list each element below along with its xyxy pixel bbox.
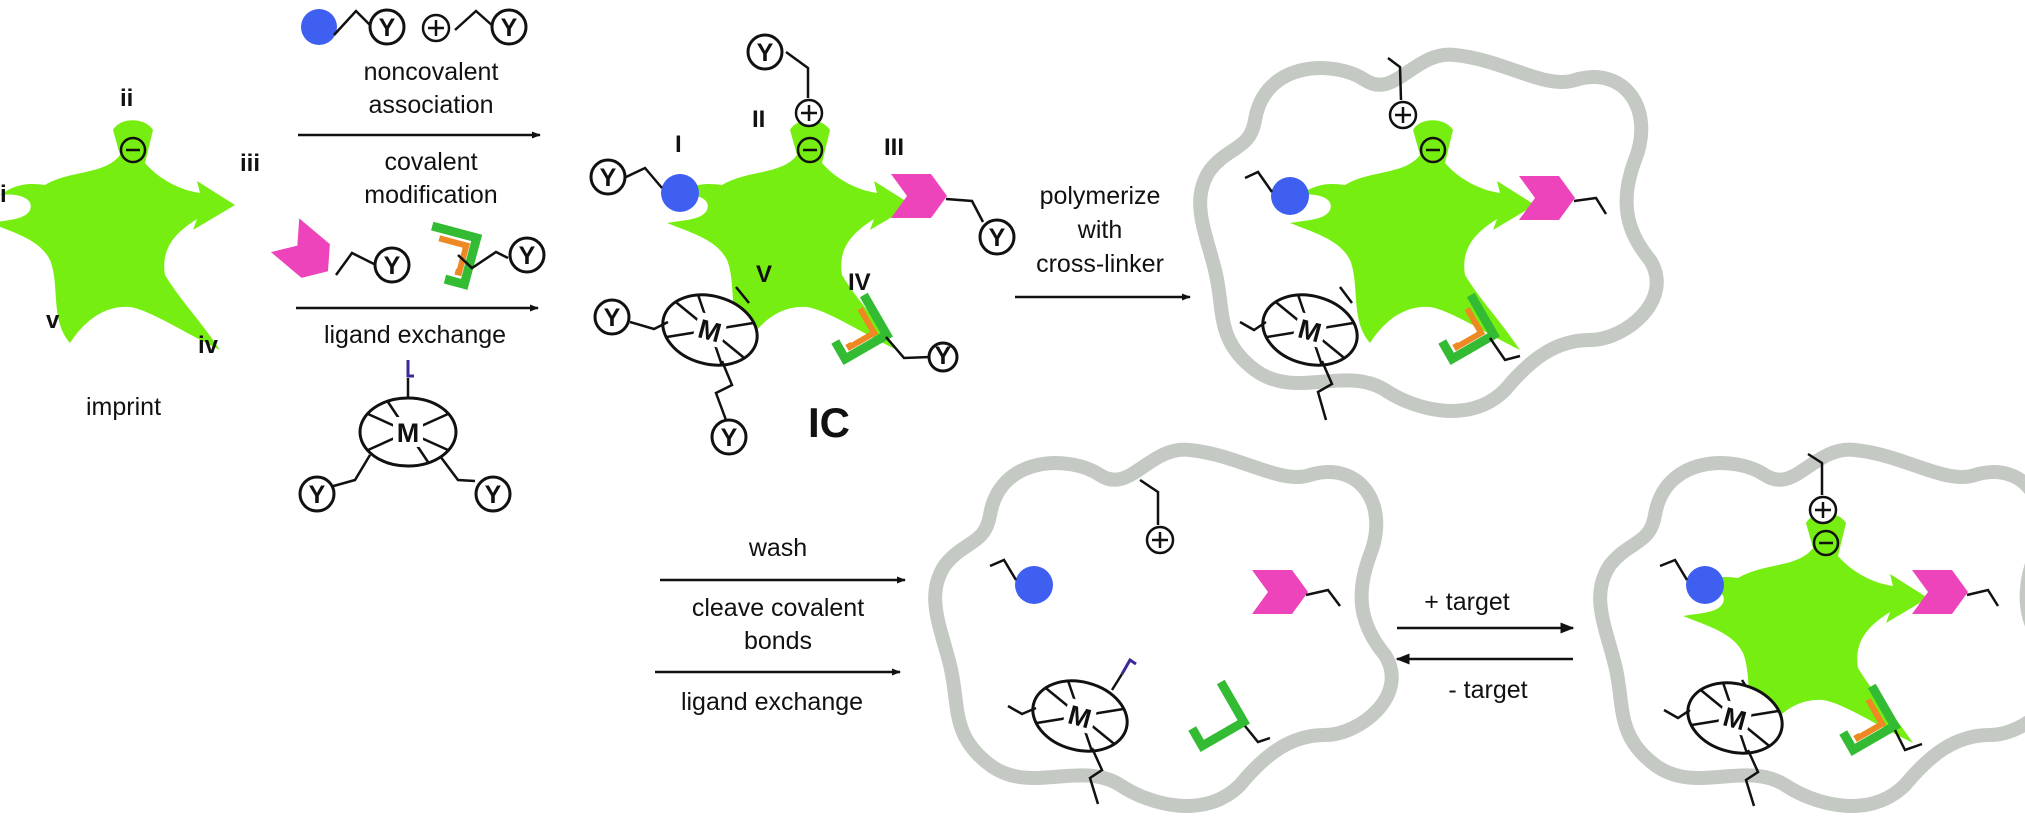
site-label-iii: iii — [240, 150, 260, 177]
cleave-label-line1: cleave covalent — [692, 594, 864, 622]
imprinted-polymer-empty — [935, 450, 1392, 806]
polymer-bound-target — [1600, 450, 2025, 806]
site-label-ii: ii — [120, 85, 133, 112]
site-label-i: i — [0, 181, 7, 208]
polymer-with-complex — [1200, 55, 1657, 421]
site-label-iv: iv — [198, 332, 219, 359]
site-label-II: II — [752, 106, 765, 133]
metal-complex-monomer — [298, 360, 512, 513]
polymerize-label-line3: cross-linker — [1036, 250, 1164, 278]
plus-target-label: + target — [1424, 588, 1510, 616]
covalent-monomers — [270, 218, 546, 288]
site-label-V: V — [756, 261, 772, 288]
wash-label: wash — [748, 534, 807, 562]
site-label-IV: IV — [848, 269, 871, 296]
polymerize-label-line2: with — [1077, 216, 1122, 244]
imprint-complex-label: IC — [808, 399, 850, 446]
minus-target-label: - target — [1448, 676, 1527, 704]
imprint-complex — [589, 33, 1016, 456]
ligand-exchange-label-2: ligand exchange — [681, 688, 863, 716]
ligand-exchange-label: ligand exchange — [324, 321, 506, 349]
site-label-III: III — [884, 134, 904, 161]
covalent-label-line2: modification — [364, 181, 497, 209]
cleave-label-line2: bonds — [744, 627, 812, 655]
covalent-label-line1: covalent — [384, 148, 477, 176]
site-label-v: v — [46, 307, 60, 334]
noncovalent-label-line2: association — [368, 91, 493, 119]
noncovalent-monomers — [301, 8, 528, 46]
noncovalent-label-line1: noncovalent — [364, 58, 499, 86]
imprint-molecule — [0, 120, 235, 350]
imprint-label: imprint — [86, 393, 161, 421]
polymerize-label-line1: polymerize — [1040, 182, 1161, 210]
site-label-I: I — [675, 131, 682, 158]
